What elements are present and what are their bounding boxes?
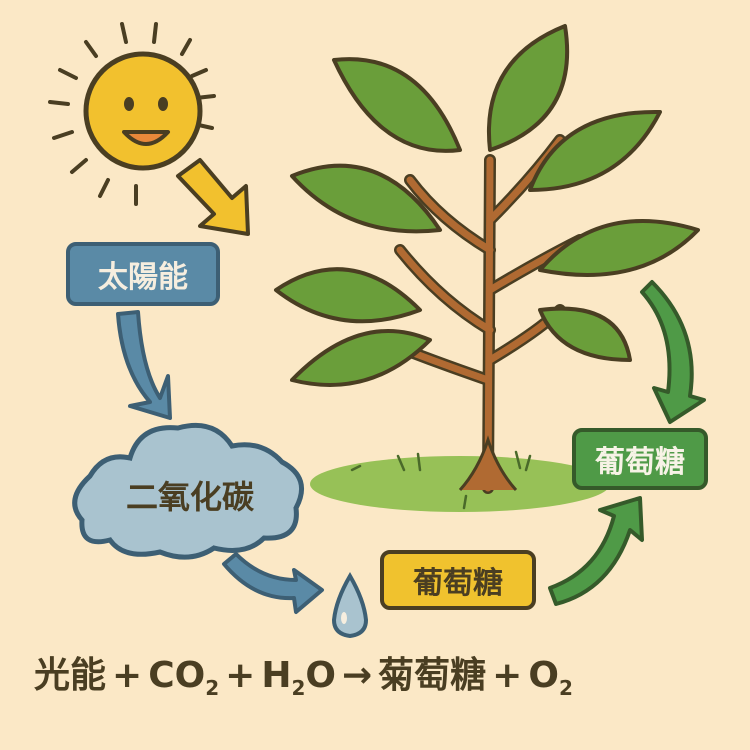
tree-leaves-icon: [274, 24, 700, 387]
glucose-label-green: 葡萄糖: [572, 428, 708, 490]
glucose-label-yellow: 葡萄糖: [380, 550, 536, 610]
eq-o2: O2: [528, 655, 573, 701]
green-arrow-down-icon: [640, 280, 706, 424]
eq-light-energy: 光能: [34, 655, 107, 696]
eq-co2: CO2: [148, 655, 220, 701]
eq-plus: +: [225, 655, 256, 696]
carbon-dioxide-label: 二氧化碳: [125, 478, 254, 516]
eq-h2o: H2O: [261, 655, 336, 701]
water-drop-icon: [331, 572, 369, 639]
solar-energy-label: 太陽能: [66, 242, 220, 306]
eq-glucose: 菊萄糖: [378, 655, 487, 696]
blue-arrow-co2-icon: [222, 552, 324, 614]
grass-icon: [310, 456, 610, 512]
green-arrow-up-icon: [548, 496, 644, 606]
eq-plus: +: [112, 655, 143, 696]
eq-plus: +: [492, 655, 523, 696]
blue-arrow-icon: [116, 310, 172, 420]
photosynthesis-equation: 光能 + CO2 + H2O → 菊萄糖 + O2: [34, 646, 573, 700]
smiling-sun-icon: [83, 51, 203, 171]
cloud-icon: [72, 422, 305, 560]
eq-arrow-icon: →: [341, 655, 373, 696]
sun-arrow-icon: [176, 158, 250, 236]
